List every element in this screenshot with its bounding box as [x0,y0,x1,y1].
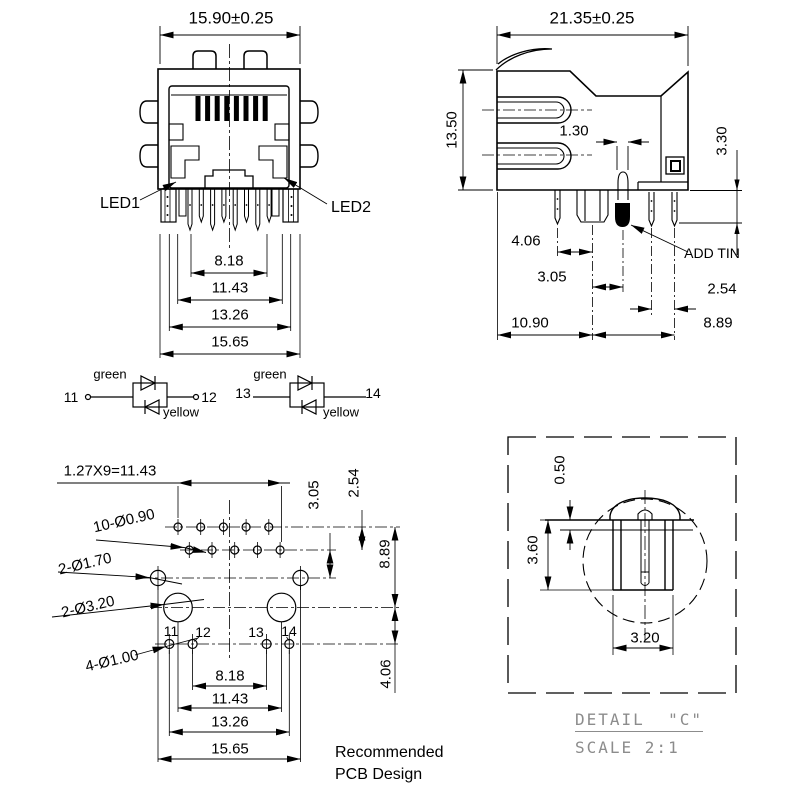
pcb-view-linework [51,479,400,763]
front-dim-13-26: 13.26 [211,306,249,324]
add-tin-label: ADD TIN [684,245,740,261]
led2-green-label: green [253,366,287,382]
pin-12-label: 12 [201,389,217,405]
pin-14-label: 14 [365,385,381,401]
pcb-pitch-dim: 1.27X9=11.43 [63,462,157,480]
detail-scale: SCALE 2:1 [575,738,680,757]
pcb-dim-2-54: 2.54 [345,468,363,498]
front-dim-11-43: 11.43 [211,279,249,297]
pcb-dim-4-06: 4.06 [377,659,395,689]
side-view-linework [458,26,742,340]
side-dim-4-06: 4.06 [511,232,541,250]
pcb-pad-14: 14 [281,623,297,639]
pcb-pad-11: 11 [163,623,179,639]
pcb-dim-3-05: 3.05 [305,480,323,510]
led-circuit-linework [84,375,366,415]
pcb-caption-line1: Recommended [335,744,444,761]
pcb-dim-15-65: 15.65 [211,740,249,758]
pcb-dim-13-26: 13.26 [211,713,249,731]
side-dim-3-05: 3.05 [537,268,567,286]
detail-dim-0-50: 0.50 [551,455,569,485]
pcb-pad-12: 12 [195,624,211,640]
led1-green-label: green [93,366,127,382]
detail-dim-3-20: 3.20 [630,629,660,647]
side-dim-2-54: 2.54 [707,280,737,298]
pcb-caption-line2: PCB Design [335,766,423,783]
led1-label: LED1 [99,195,141,212]
side-standoff-dim: 3.30 [713,126,731,156]
detail-title: DETAIL "C" [575,712,703,732]
side-dim-8-89: 8.89 [703,314,733,332]
pin-13-label: 13 [235,385,251,401]
led1-yellow-label: yellow [162,404,200,420]
detail-dim-3-60: 3.60 [524,535,542,565]
side-pin-width-dim: 1.30 [559,122,589,140]
side-height-dim: 13.50 [443,111,461,149]
pcb-dim-8-89: 8.89 [376,539,394,569]
pcb-pad-13: 13 [248,624,264,640]
led2-yellow-label: yellow [322,404,360,420]
pcb-dim-11-43: 11.43 [211,690,249,708]
led2-label: LED2 [330,199,372,216]
side-width-dim: 21.35±0.25 [549,8,635,28]
front-dim-8-18: 8.18 [214,252,244,270]
front-dim-15-65: 15.65 [211,333,249,351]
front-width-dim: 15.90±0.25 [188,8,274,28]
detail-view-linework [507,436,737,694]
pcb-dim-8-18: 8.18 [215,667,245,685]
front-view-linework [139,26,328,358]
side-dim-10-90: 10.90 [511,314,549,332]
pin-11-label: 11 [63,389,79,405]
